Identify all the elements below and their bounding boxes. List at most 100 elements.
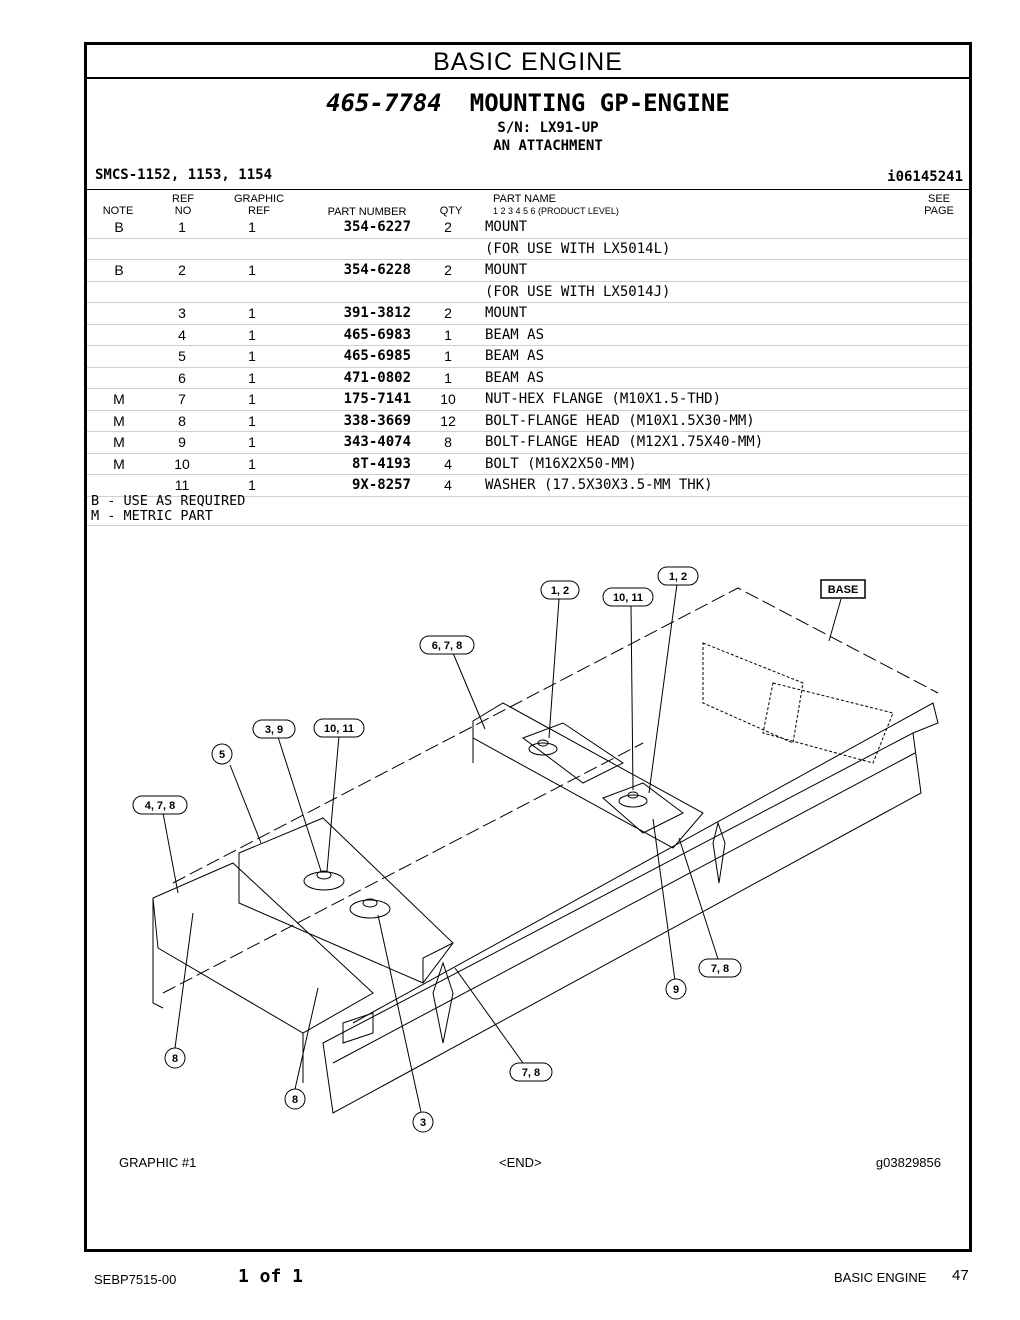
cell-ref: 9 [151,431,213,454]
cell-ref: 7 [151,388,213,411]
frame-outline-rear [172,587,939,884]
section-title: BASIC ENGINE [87,45,969,79]
serial-range: S/N: LX91-UP [497,120,599,136]
callout-6-7-8 [419,635,475,655]
footer-section: BASIC ENGINE [834,1270,927,1285]
callout-8-b [284,1088,306,1110]
svg-text:10, 11: 10, 11 [324,723,354,735]
callout-3 [412,1111,434,1133]
table-row: (FOR USE WITH LX5014J) [87,281,969,303]
table-row: (FOR USE WITH LX5014L) [87,238,969,260]
svg-text:3: 3 [420,1117,426,1129]
graphic-label: GRAPHIC #1 [119,1155,197,1170]
cell-ref: 1 [151,217,213,239]
svg-text:7, 8: 7, 8 [711,963,729,975]
page-number: 47 [952,1267,969,1284]
col-qty: QTY [439,205,463,217]
callout-3-9 [252,719,296,739]
cell-ref: 11 [151,474,213,497]
cell-note [87,302,151,325]
cell-note: M [87,388,151,411]
callout-7-8-a [698,958,742,978]
beam-4 [152,862,374,1034]
cell-ref: 2 [151,259,213,282]
cell-pname: BEAM AS [485,345,969,368]
cell-pnum: 465-6985 [291,345,411,368]
col-note: NOTE [102,205,134,217]
note-b: B - USE AS REQUIRED [91,493,246,509]
svg-text:8: 8 [292,1094,298,1106]
group-part-number: 465-7784 [326,89,442,117]
group-type: AN ATTACHMENT [493,138,603,154]
cell-qty: 1 [411,367,485,389]
cell-gref: 1 [213,259,291,282]
cell-gref: 1 [213,453,291,475]
cell-pname: MOUNT [485,217,969,239]
cell-note: M [87,431,151,454]
col-part-number: PART NUMBER [327,206,407,218]
callout-9 [665,978,687,1000]
cell-qty: 1 [411,324,485,346]
cell-gref [213,281,291,303]
cell-ref: 4 [151,324,213,346]
svg-text:7, 8: 7, 8 [522,1067,540,1079]
cell-pnum [291,238,411,260]
cell-pnum: 391-3812 [291,302,411,325]
notes-rule [87,525,969,526]
callout-7-8-b [509,1062,553,1082]
cell-ref: 5 [151,345,213,368]
cell-qty: 4 [411,453,485,475]
cell-pnum [291,281,411,303]
cell-note [87,474,151,497]
beam-6 [472,702,704,849]
cell-gref [213,238,291,260]
cell-note [87,281,151,303]
cell-qty: 8 [411,431,485,454]
header-rule [87,189,969,190]
end-label: <END> [499,1155,542,1170]
svg-text:1, 2: 1, 2 [551,585,569,597]
cell-pname: (FOR USE WITH LX5014J) [485,281,969,303]
svg-text:10, 11: 10, 11 [613,592,643,604]
cell-pname: BOLT-FLANGE HEAD (M12X1.75X40-MM) [485,431,969,454]
svg-text:4, 7, 8: 4, 7, 8 [145,800,176,812]
cell-ref [151,281,213,303]
cell-ref: 3 [151,302,213,325]
illustration-id: i06145241 [887,169,963,185]
callout-8-a [164,1047,186,1069]
cell-note: B [87,217,151,239]
callout-10-11-b [313,718,365,738]
cell-pname: BOLT (M16X2X50-MM) [485,453,969,475]
callout-4-7-8 [132,795,188,815]
cell-pname: WASHER (17.5X30X3.5-MM THK) [485,474,969,497]
cell-pnum: 338-3669 [291,410,411,432]
mount-rear-2 [618,794,648,808]
cell-note: M [87,410,151,432]
callout-10-11-a [602,587,654,607]
mount-left-1 [303,871,345,891]
svg-text:9: 9 [673,984,679,996]
notes: B - USE AS REQUIRED M - METRIC PART [91,494,245,524]
graphic-id: g03829856 [875,1155,941,1170]
cell-gref: 1 [213,474,291,497]
cell-pname: BEAM AS [485,324,969,346]
cell-pname: (FOR USE WITH LX5014L) [485,238,969,260]
svg-text:6, 7, 8: 6, 7, 8 [432,640,463,652]
cell-gref: 1 [213,345,291,368]
cell-pname: BEAM AS [485,367,969,389]
cell-qty: 2 [411,302,485,325]
cell-ref [151,238,213,260]
mount-left-2 [349,899,391,919]
cell-gref: 1 [213,217,291,239]
cell-note [87,367,151,389]
svg-text:BASE: BASE [828,584,859,596]
